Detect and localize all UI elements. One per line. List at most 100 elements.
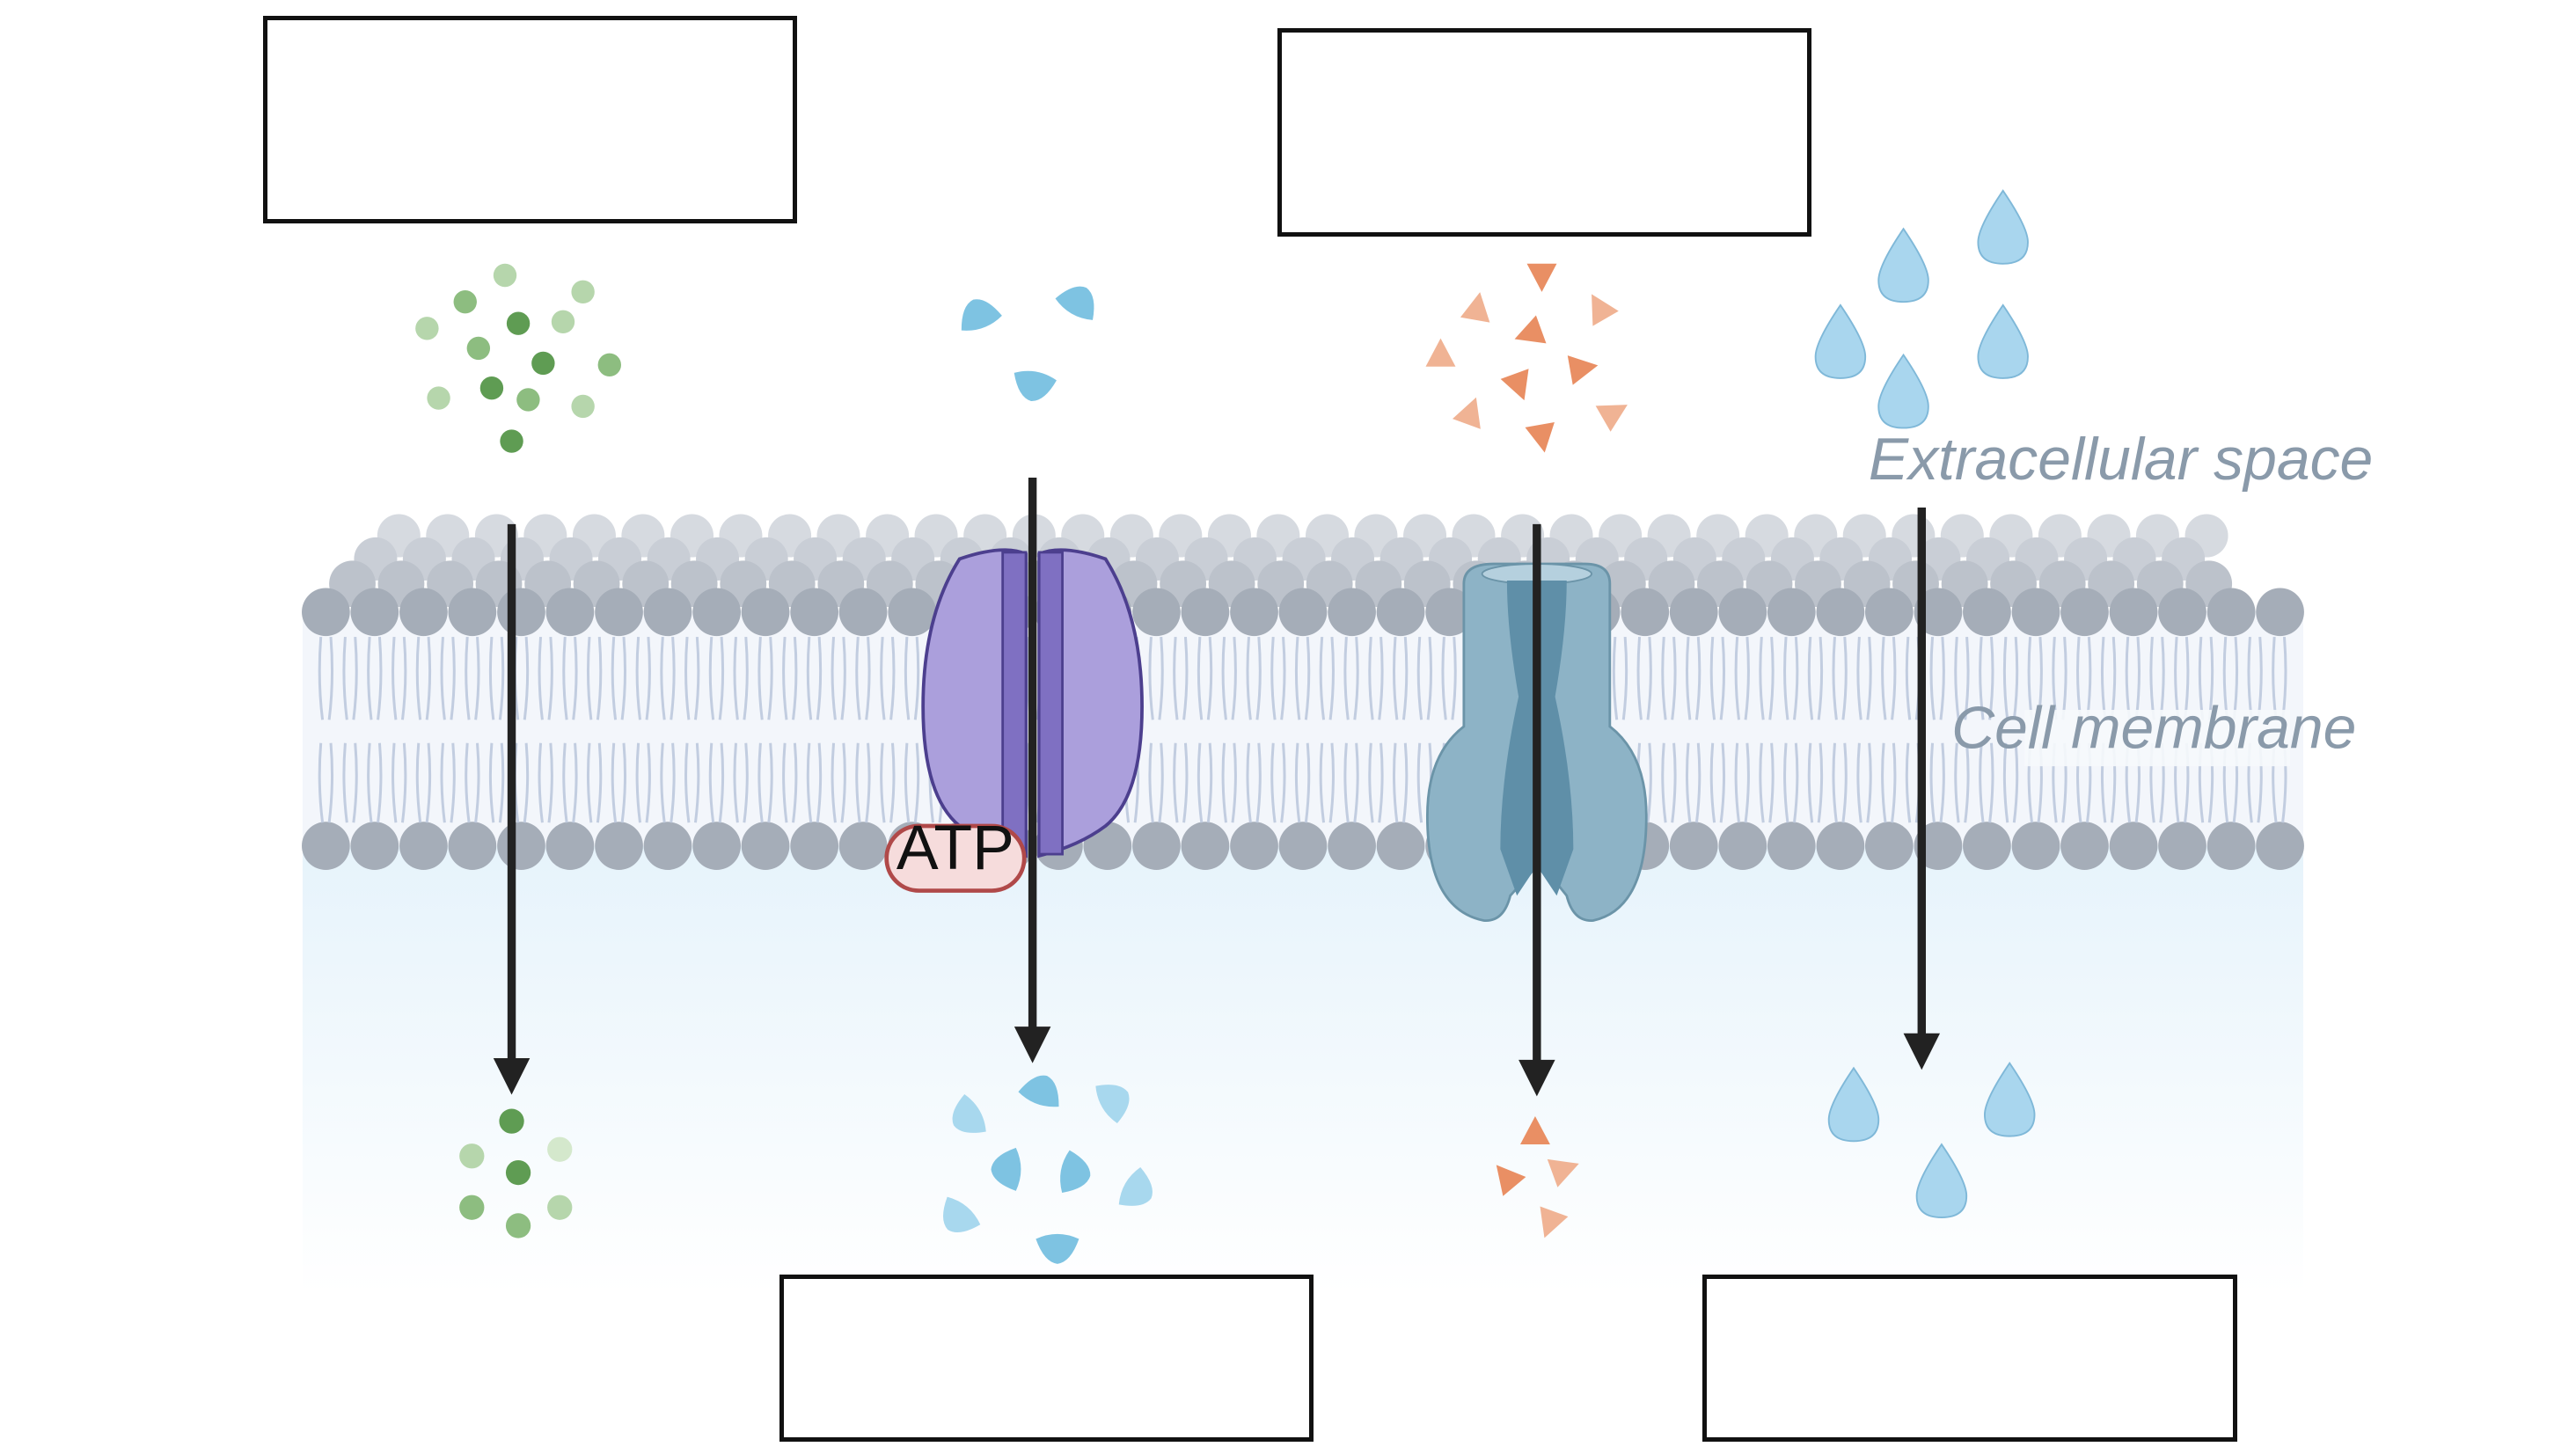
lipid-tail: [1661, 636, 1667, 720]
outer-phospholipid-head: [1816, 588, 1865, 637]
outer-phospholipid-head: [2109, 588, 2158, 637]
outer-phospholipid-head: [1132, 588, 1181, 637]
lipid-tail: [425, 636, 432, 720]
lipid-tail: [684, 636, 691, 720]
outer-phospholipid-head: [1669, 588, 1718, 637]
lipid-tail: [596, 636, 603, 720]
lipid-tail: [1416, 636, 1423, 720]
lipid-tail: [1744, 636, 1750, 720]
lipid-tail: [767, 742, 773, 823]
inner-phospholipid-head: [1132, 822, 1181, 870]
lipid-tail: [1280, 636, 1286, 720]
outer-phospholipid-head: [1376, 588, 1425, 637]
outer-phospholipid-head: [1963, 588, 2011, 637]
outer-phospholipid-head: [497, 588, 545, 637]
lipid-tail: [523, 636, 530, 720]
lipid-tail: [1929, 742, 1936, 823]
lipid-tail: [1197, 636, 1204, 720]
lipid-tail: [318, 742, 325, 823]
answer-box-top-left[interactable]: [263, 16, 797, 223]
lipid-tail: [840, 742, 846, 823]
lipid-tail: [1709, 742, 1716, 823]
lipid-tail: [450, 742, 456, 823]
lipid-tail: [1709, 636, 1716, 720]
lipid-tail: [465, 636, 471, 720]
water-drop-icon: [1915, 1143, 1968, 1218]
lipid-tail: [572, 742, 578, 823]
lipid-tail: [913, 636, 920, 720]
blue-molecule: [1014, 370, 1057, 401]
lipid-tail: [1158, 742, 1164, 823]
lipid-tail: [889, 742, 896, 823]
inner-phospholipid-head: [1328, 822, 1376, 870]
green-molecule: [571, 280, 595, 304]
answer-box-bottom-center[interactable]: [779, 1275, 1314, 1442]
inner-phospholipid-head: [1816, 822, 1865, 870]
answer-box-top-center[interactable]: [1277, 28, 1811, 237]
lipid-tail: [1148, 742, 1154, 823]
inner-phospholipid-head: [1376, 822, 1425, 870]
green-molecule: [547, 1195, 573, 1220]
atp-pump-icon: [921, 548, 1144, 859]
green-molecule: [516, 388, 540, 412]
outer-phospholipid-head: [302, 588, 350, 637]
answer-box-bottom-right[interactable]: [1702, 1275, 2237, 1442]
orange-molecule: [1547, 1158, 1579, 1187]
inner-phospholipid-head: [1669, 822, 1718, 870]
lipid-tail: [733, 636, 739, 720]
lipid-tail: [474, 636, 480, 720]
inner-phospholipid-head: [2256, 822, 2304, 870]
atp-badge: ATP: [884, 813, 1027, 893]
inner-phospholipid-head: [2109, 822, 2158, 870]
outer-phospholipid-head: [1425, 588, 1474, 637]
lipid-tail: [1182, 636, 1189, 720]
lipid-tail: [1719, 742, 1726, 823]
lipid-tail: [670, 636, 676, 720]
blue-molecules-outside: [961, 286, 1094, 401]
transport-arrow: [493, 461, 531, 1095]
blue-molecule: [1118, 1166, 1153, 1206]
lipid-tail: [1612, 636, 1619, 720]
lipid-tail: [562, 636, 568, 720]
lipid-tail: [880, 636, 886, 720]
outer-phospholipid-head: [1230, 588, 1278, 637]
lipid-tail: [670, 742, 676, 823]
lipid-tail: [1792, 742, 1799, 823]
lipid-tail: [1891, 742, 1897, 823]
lipid-tail: [327, 742, 334, 823]
lipid-tail: [1807, 742, 1814, 823]
water-drops-outside: [1814, 189, 2029, 429]
lipid-tail: [1988, 636, 1994, 720]
inner-phospholipid-head: [2011, 822, 2060, 870]
lipid-tail: [538, 742, 544, 823]
lipid-tail: [1304, 636, 1311, 720]
lipid-tail: [708, 742, 715, 823]
lipid-tail: [498, 742, 505, 823]
lipid-tail: [1246, 742, 1252, 823]
lipid-tail: [1441, 636, 1447, 720]
inner-phospholipid-head: [497, 822, 545, 870]
lipid-tail: [1392, 636, 1399, 720]
lipid-tail: [1866, 742, 1872, 823]
lipid-tail: [1979, 742, 1985, 823]
inner-phospholipid-head: [1864, 822, 1914, 870]
orange-molecules-outside: [1425, 263, 1628, 453]
lipid-tail: [465, 742, 471, 823]
lipid-tail: [547, 636, 553, 720]
lipid-tail: [1807, 636, 1814, 720]
lipid-tail: [816, 742, 823, 823]
lipid-tail: [660, 636, 666, 720]
lipid-tail: [440, 636, 446, 720]
inner-phospholipid-head: [2158, 822, 2206, 870]
lipid-tail: [1881, 742, 1887, 823]
blue-molecule: [1060, 1150, 1091, 1193]
outer-phospholipid-head: [595, 588, 643, 637]
inner-phospholipid-head: [1718, 822, 1767, 870]
green-molecules-outside: [415, 263, 621, 453]
lipid-tail: [1270, 636, 1277, 720]
lipid-tail: [1856, 742, 1862, 823]
transport-arrow: [1903, 444, 1941, 1070]
lipid-tail: [1319, 636, 1326, 720]
water-drop-icon: [1827, 1066, 1880, 1143]
lipid-tail: [1426, 636, 1433, 720]
